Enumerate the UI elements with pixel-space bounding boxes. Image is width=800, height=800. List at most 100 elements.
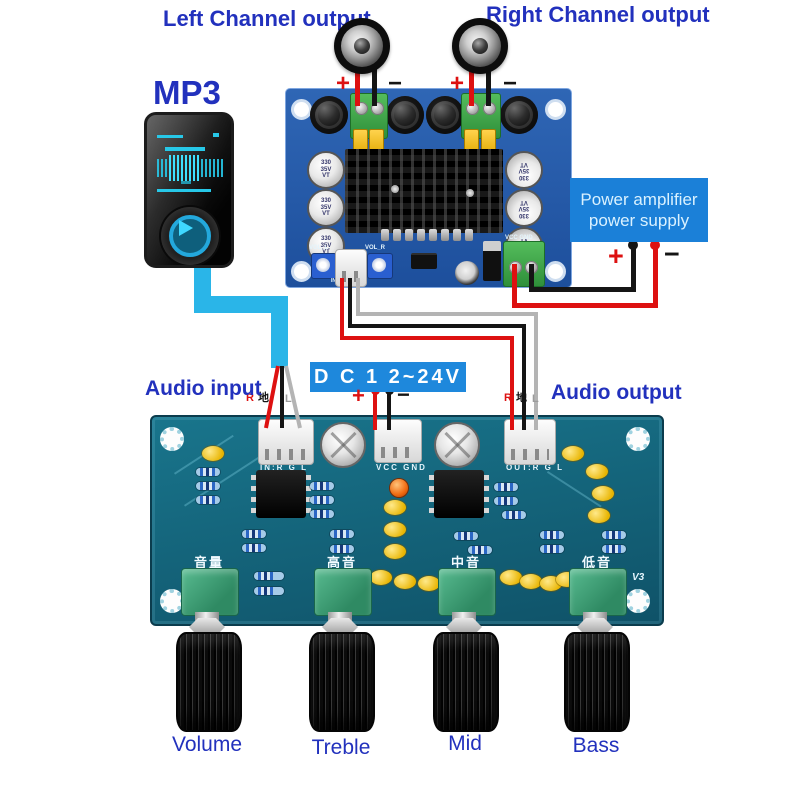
resistor — [242, 530, 266, 538]
audio-link-red-wire — [340, 336, 514, 340]
knob-bass[interactable] — [564, 632, 630, 732]
screen-text-bar — [157, 135, 183, 138]
filter-capacitor — [434, 422, 480, 468]
audio-input-label: Audio input — [145, 377, 262, 400]
capacitor-label: 330 35V VT — [320, 198, 332, 218]
resistor — [310, 496, 334, 504]
ceramic-capacitor — [384, 522, 406, 537]
smd-capacitor — [417, 229, 425, 241]
ceramic-capacitor — [586, 464, 608, 479]
dc-minus-sign: − — [397, 382, 410, 407]
smd-capacitor — [405, 229, 413, 241]
output-pin-ground: 地 — [516, 392, 527, 404]
resistor — [494, 497, 518, 505]
resistor — [330, 545, 354, 553]
audio-link-gray-wire — [356, 278, 360, 316]
supply-black-wire — [631, 246, 636, 292]
electrolytic-capacitor: 330 35V VT — [307, 151, 345, 189]
audio-link-red-wire — [510, 336, 514, 430]
mp3-label: MP3 — [153, 74, 221, 111]
resistor — [196, 482, 220, 490]
dc-power-connector — [374, 419, 422, 463]
knob-mid[interactable] — [433, 632, 499, 732]
audio-output-label: Audio output — [551, 381, 682, 404]
pot-silk-mid: 中音 — [450, 555, 481, 570]
knob-label-bass: Bass — [572, 734, 620, 757]
knob-label-treble: Treble — [311, 736, 371, 759]
supply-plus-sign: + — [608, 241, 624, 271]
capacitor-label: 330 35V VT — [518, 198, 530, 218]
audio-link-black-wire — [348, 324, 526, 328]
supply-red-wire — [512, 264, 517, 308]
play-icon — [179, 220, 193, 236]
resistor — [196, 468, 220, 476]
dc-positive-wire — [373, 392, 377, 430]
ceramic-capacitor — [418, 576, 440, 591]
electrolytic-capacitor: 330 35V VT — [505, 151, 543, 189]
tone-board: IN:R G L VCC GND OUT:R G L 音量 高音 中音 低音 V… — [150, 415, 664, 626]
connector-pins — [511, 449, 549, 460]
output-pin-l: L — [532, 393, 539, 405]
amp-power-silk: VCC GND — [505, 235, 533, 241]
mounting-hole — [545, 99, 566, 120]
control-dpad[interactable] — [161, 207, 219, 265]
mounting-hole — [291, 261, 312, 282]
supply-minus-sign: − — [664, 239, 680, 269]
resistor — [540, 545, 564, 553]
inductor — [426, 96, 464, 134]
pot-nut — [189, 618, 225, 636]
smd-capacitor — [393, 229, 401, 241]
inductor — [310, 96, 348, 134]
dc-voltage-box: D C 1 2~24V — [310, 362, 466, 392]
dc-plus-sign: + — [352, 383, 365, 408]
audio-link-black-wire — [522, 324, 526, 430]
heatsink — [345, 149, 503, 233]
resistor — [330, 530, 354, 538]
inductor — [500, 96, 538, 134]
electrolytic-capacitor-small — [455, 261, 479, 285]
ceramic-capacitor — [562, 446, 584, 461]
resistor — [254, 572, 284, 580]
out-silk: OUT:R G L — [506, 463, 564, 472]
audio-link-gray-wire — [356, 312, 538, 316]
knob-volume[interactable] — [176, 632, 242, 732]
resistor — [454, 532, 478, 540]
speaker-left-minus-sign: − — [388, 70, 403, 97]
progress-bar — [157, 189, 211, 192]
resistor — [196, 496, 220, 504]
speaker-right-negative-wire — [486, 64, 491, 106]
smd-ic — [411, 253, 437, 269]
mounting-hole — [545, 261, 566, 282]
electrolytic-capacitor: 330 35V VT — [307, 189, 345, 227]
mounting-hole — [626, 427, 650, 451]
heatsink-screw — [391, 185, 399, 193]
in-silk: IN:R G L — [260, 463, 308, 472]
vcc-silk: VCC GND — [376, 463, 427, 472]
electrolytic-capacitor: 330 35V VT — [505, 189, 543, 227]
resistor — [242, 544, 266, 552]
pot-silk-treble: 高音 — [326, 555, 357, 570]
input-pin-l: L — [285, 393, 292, 405]
op-amp-ic — [429, 470, 489, 518]
input-gray-wire — [284, 365, 302, 429]
potentiometer-bass — [569, 568, 627, 616]
speaker-right-positive-wire — [469, 64, 474, 106]
filter-capacitor — [320, 422, 366, 468]
knob-treble[interactable] — [309, 632, 375, 732]
mounting-hole — [291, 99, 312, 120]
potentiometer-treble — [314, 568, 372, 616]
op-amp-ic — [251, 470, 311, 518]
audio-link-black-wire — [348, 278, 352, 328]
right-channel-label: Right Channel output — [486, 2, 710, 27]
supply-black-wire — [529, 264, 534, 292]
capacitor-label: 330 35V VT — [518, 160, 530, 180]
trimpot-vol-l — [311, 253, 337, 279]
resistor — [602, 545, 626, 553]
left-channel-label: Left Channel output — [163, 6, 371, 31]
mp3-cable — [271, 296, 288, 368]
pot-silk-volume: 音量 — [193, 555, 224, 570]
connector-pins — [265, 449, 307, 460]
power-terminal — [503, 241, 545, 287]
input-red-wire — [264, 365, 280, 429]
resistor — [254, 587, 284, 595]
